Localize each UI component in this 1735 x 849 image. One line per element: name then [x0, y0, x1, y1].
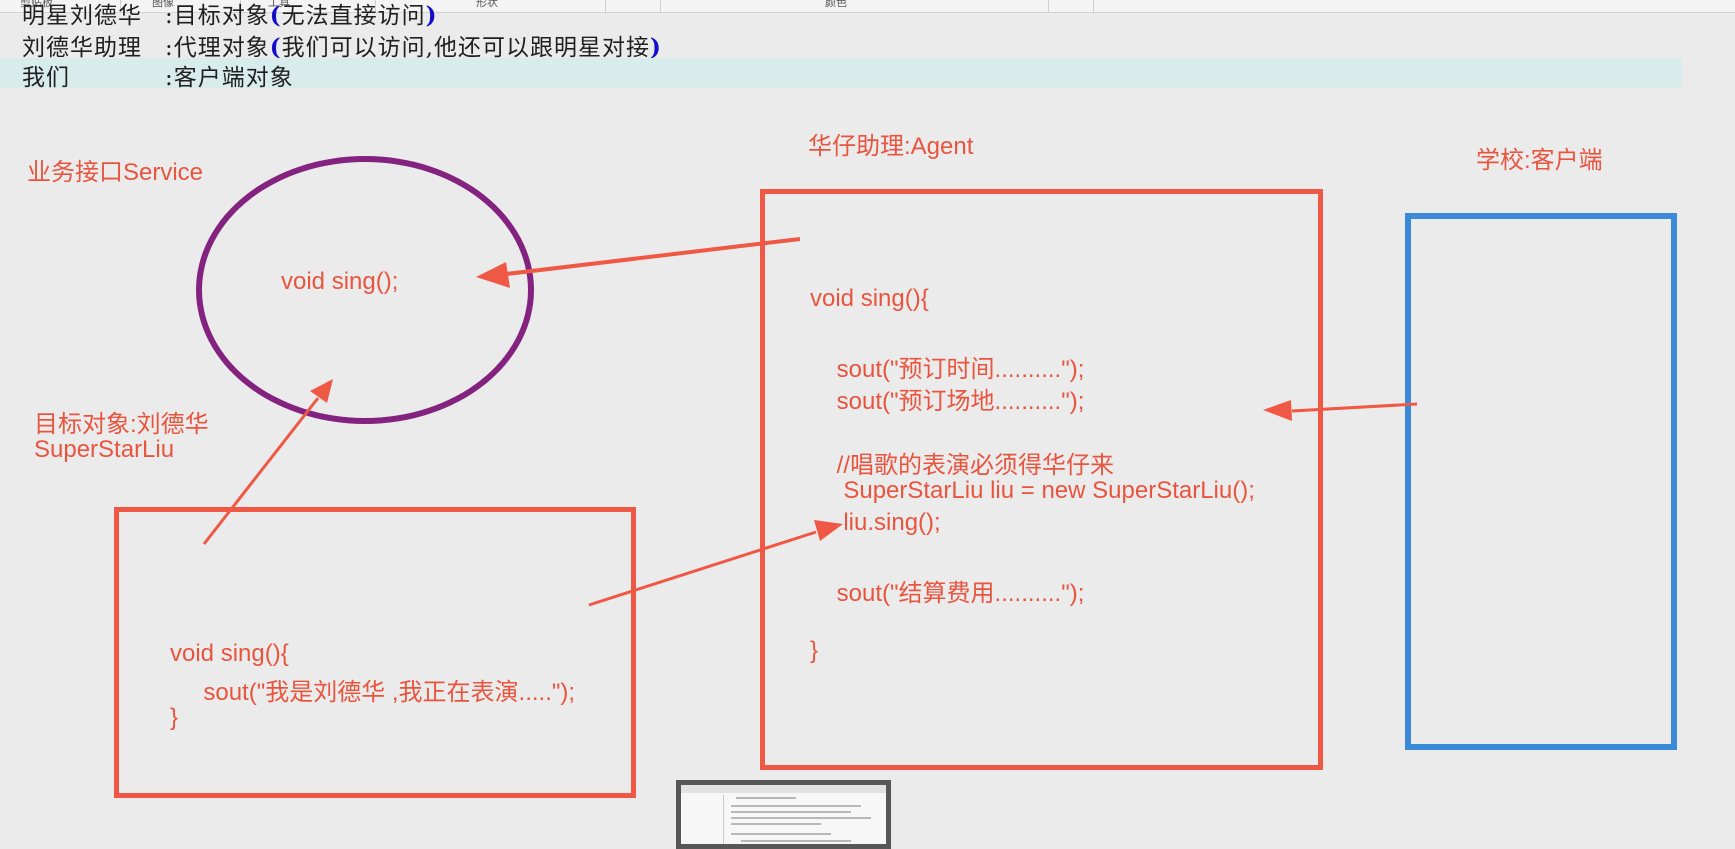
note-colon: :: [165, 65, 174, 91]
proxy-code-line: SuperStarLiu liu = new SuperStarLiu();: [810, 477, 1255, 504]
proxy-code-line: liu.sing();: [810, 509, 941, 536]
thumbnail-text-line: [731, 817, 871, 819]
note-role: 刘德华助理: [22, 35, 142, 61]
note-line-client: 我们:客户端对象: [0, 58, 1682, 91]
note-paren-text: 无法直接访问: [281, 3, 426, 29]
ribbon-group-tools[interactable]: 工具: [268, 0, 290, 9]
ribbon-strip: 剪贴板 图像 工具 形状 颜色: [0, 0, 1735, 13]
target-label-class: SuperStarLiu: [34, 436, 175, 463]
note-line-star: 明星刘德华:目标对象(无法直接访问): [22, 0, 438, 30]
note-desc: 客户端对象: [173, 65, 294, 91]
ribbon-divider: [1093, 0, 1094, 12]
ribbon-divider: [120, 0, 121, 12]
thumbnail-toolbar: [681, 785, 886, 793]
ribbon-group-clipboard[interactable]: 剪贴板: [20, 0, 53, 9]
note-paren-close: ): [649, 34, 662, 61]
thumbnail-tree-pane: [685, 795, 724, 844]
preview-thumbnail-content: [681, 785, 886, 844]
note-paren-open: (: [269, 2, 282, 29]
proxy-code-line: void sing(){: [810, 285, 929, 312]
client-label: 学校:客户端: [1476, 147, 1603, 174]
proxy-code-line: sout("预订时间..........");: [810, 356, 1085, 383]
ribbon-divider: [240, 0, 241, 12]
ribbon-divider: [660, 0, 661, 12]
thumbnail-text-line: [731, 833, 831, 835]
proxy-code-line: sout("结算费用..........");: [810, 580, 1085, 607]
ribbon-divider: [605, 0, 606, 12]
note-line-assistant: 刘德华助理:代理对象(我们可以访问,他还可以跟明星对接): [22, 28, 662, 62]
proxy-code-line: //唱歌的表演必须得华仔来: [810, 452, 1115, 479]
thumbnail-text-line: [741, 840, 851, 842]
proxy-label: 华仔助理:Agent: [808, 133, 974, 160]
thumbnail-text-line: [736, 797, 796, 799]
ribbon-divider: [375, 0, 376, 12]
client-object-box: [1405, 213, 1677, 750]
note-paren-open: (: [269, 34, 282, 61]
preview-thumbnail[interactable]: [676, 780, 891, 849]
target-label-name: 目标对象:刘德华: [34, 411, 209, 438]
note-desc: 代理对象: [173, 35, 270, 61]
note-role: 明星刘德华: [22, 3, 142, 29]
ribbon-group-image[interactable]: 图像: [152, 0, 174, 9]
service-method: void sing();: [281, 268, 399, 295]
target-code-line: }: [170, 704, 179, 731]
proxy-object-box: [760, 189, 1323, 770]
note-paren-close: ): [425, 2, 438, 29]
ribbon-group-colors[interactable]: 颜色: [825, 0, 847, 9]
service-label: 业务接口Service: [27, 159, 204, 186]
thumbnail-text-line: [731, 805, 861, 807]
ribbon-divider: [1048, 0, 1049, 12]
proxy-code-line: }: [810, 637, 819, 664]
note-colon: :: [165, 3, 174, 29]
ribbon-group-shapes[interactable]: 形状: [476, 0, 498, 9]
note-colon: :: [165, 35, 174, 61]
target-code-line: sout("我是刘德华 ,我正在表演.....");: [170, 679, 576, 706]
thumbnail-text-line: [731, 811, 851, 813]
target-code-line: void sing(){: [170, 640, 289, 667]
proxy-code-line: sout("预订场地..........");: [810, 388, 1085, 415]
note-paren-text: 我们可以访问,他还可以跟明星对接: [281, 35, 650, 61]
target-object-box: [114, 507, 636, 798]
service-interface-ellipse: [196, 156, 534, 424]
thumbnail-text-line: [731, 823, 821, 825]
note-desc: 目标对象: [173, 3, 270, 29]
note-role: 我们: [22, 65, 70, 91]
